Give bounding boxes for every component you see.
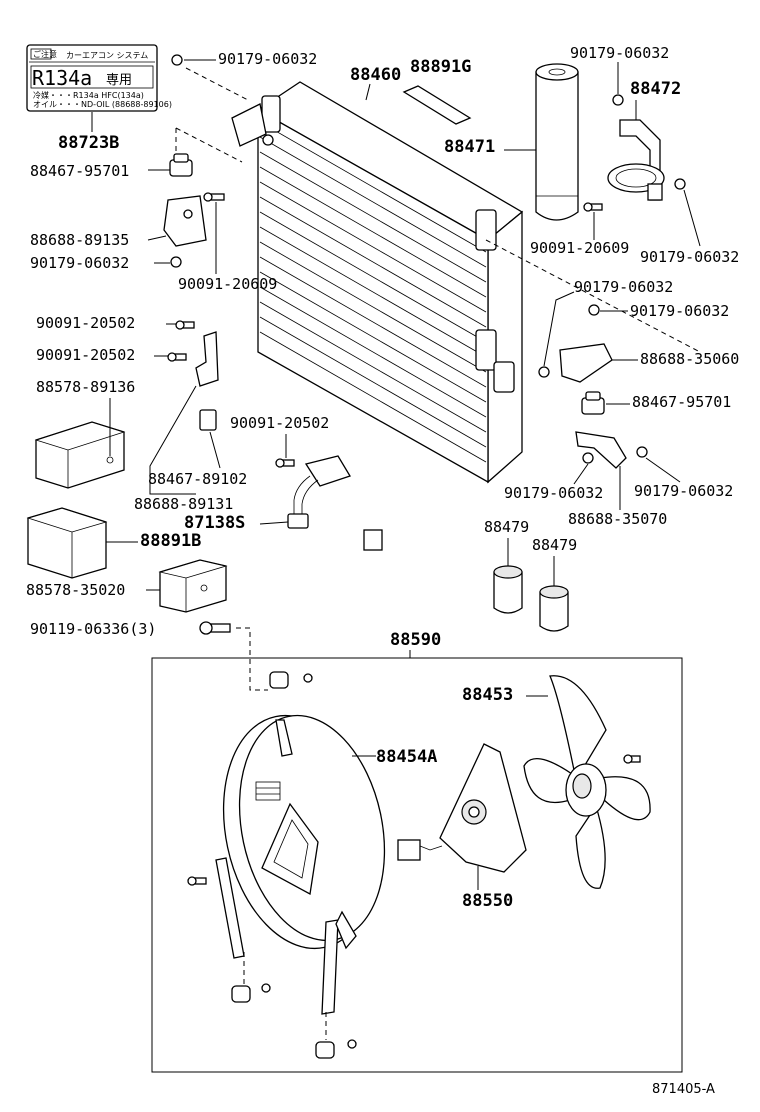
nut-icon — [636, 446, 648, 458]
bolt-icon — [623, 754, 641, 764]
grommet-icon — [269, 671, 313, 689]
part-88688-89135: 88688-89135 — [30, 231, 129, 249]
part-88454A: 88454A — [376, 747, 437, 767]
label-plate-system: カーエアコン システム — [66, 51, 148, 60]
label-plate-refrigerant: R134a — [32, 66, 92, 90]
part-90091-20609-a: 90091-20609 — [178, 275, 277, 293]
part-90179-06032-b: 90179-06032 — [570, 44, 669, 62]
cushion-right — [581, 391, 605, 415]
part-88891B: 88891B — [140, 531, 201, 551]
bolt-icon — [583, 202, 603, 212]
part-88891G: 88891G — [410, 57, 471, 77]
bolt-icon — [175, 320, 195, 330]
part-88479-a: 88479 — [484, 518, 529, 536]
cushion-small — [199, 409, 217, 431]
nut-icon — [538, 366, 550, 378]
part-88471: 88471 — [444, 137, 495, 157]
foam-block-88578-89136 — [34, 421, 126, 489]
label-plate: ご注意 カーエアコン システム R134a 専用 冷媒・・・R134a HFC(… — [26, 44, 172, 112]
part-90179-06032-c: 90179-06032 — [640, 248, 739, 266]
nut-icon — [171, 54, 183, 66]
grommet-icon — [231, 983, 271, 1003]
part-90179-06032-a: 90179-06032 — [218, 50, 317, 68]
part-88590: 88590 — [390, 630, 441, 650]
part-88688-89131: 88688-89131 — [134, 495, 233, 513]
part-90091-20609-b: 90091-20609 — [530, 239, 629, 257]
bolt-icon — [167, 352, 187, 362]
cap-88479-b — [539, 585, 569, 632]
nut-icon — [674, 178, 686, 190]
part-88467-89102: 88467-89102 — [148, 470, 247, 488]
bracket-right-lower — [575, 431, 627, 469]
nut-icon — [588, 304, 600, 316]
part-88479-b: 88479 — [532, 536, 577, 554]
bolt-icon — [187, 876, 207, 886]
fan-shroud — [215, 714, 386, 1015]
part-90179-06032-f: 90179-06032 — [630, 302, 729, 320]
part-88578-89136: 88578-89136 — [36, 378, 135, 396]
cap-88479-a — [493, 565, 523, 614]
cushion-left — [169, 153, 193, 177]
label-plate-line1: 冷媒・・・R134a HFC(134a) — [33, 90, 144, 100]
grommet-icon — [315, 1039, 357, 1059]
part-90179-06032-e: 90179-06032 — [574, 278, 673, 296]
part-88460: 88460 — [350, 65, 401, 85]
label-plate-tag: ご注意 — [33, 49, 57, 59]
part-88550: 88550 — [462, 891, 513, 911]
fan-blade — [523, 675, 651, 889]
bracket-right-upper — [559, 343, 613, 383]
part-90091-20502-a: 90091-20502 — [36, 314, 135, 332]
part-90119-06336: 90119-06336(3) — [30, 620, 156, 638]
clip-icon — [363, 529, 383, 551]
part-88688-35070: 88688-35070 — [568, 510, 667, 528]
part-90179-06032-h: 90179-06032 — [634, 482, 733, 500]
bolt-icon — [275, 458, 295, 468]
part-88467-95701-b: 88467-95701 — [632, 393, 731, 411]
fan-assembly-frame — [151, 657, 683, 1073]
bracket-left-lower — [195, 331, 219, 387]
bolt-icon — [203, 192, 225, 202]
part-88472: 88472 — [630, 79, 681, 99]
seal-strip-88891G — [402, 85, 472, 125]
fan-motor — [397, 743, 527, 873]
bolt-icon — [199, 621, 231, 635]
label-plate-exclusive: 専用 — [106, 73, 132, 88]
part-90179-06032-d: 90179-06032 — [30, 254, 129, 272]
foam-block-88891B — [26, 507, 108, 579]
part-90091-20502-b: 90091-20502 — [36, 346, 135, 364]
part-88467-95701-a: 88467-95701 — [30, 162, 129, 180]
receiver-bracket — [607, 119, 665, 201]
part-90179-06032-g: 90179-06032 — [504, 484, 603, 502]
receiver-dryer — [535, 63, 579, 221]
condenser — [231, 81, 524, 484]
part-87138S: 87138S — [184, 513, 245, 533]
nut-icon — [582, 452, 594, 464]
part-88578-35020: 88578-35020 — [26, 581, 125, 599]
part-90091-20502-c: 90091-20502 — [230, 414, 329, 432]
diagram-ref-code: 871405-A — [652, 1082, 715, 1097]
label-plate-line2: オイル・・・ND-OIL (88688-89106) — [33, 100, 172, 109]
bracket-left-upper — [163, 195, 207, 247]
part-88453: 88453 — [462, 685, 513, 705]
nut-icon — [612, 94, 624, 106]
foam-block-88578-35020 — [158, 559, 228, 613]
part-88688-35060: 88688-35060 — [640, 350, 739, 368]
nut-icon — [170, 256, 182, 268]
part-88723B: 88723B — [58, 133, 119, 153]
wire-harness-87138S — [287, 455, 351, 529]
